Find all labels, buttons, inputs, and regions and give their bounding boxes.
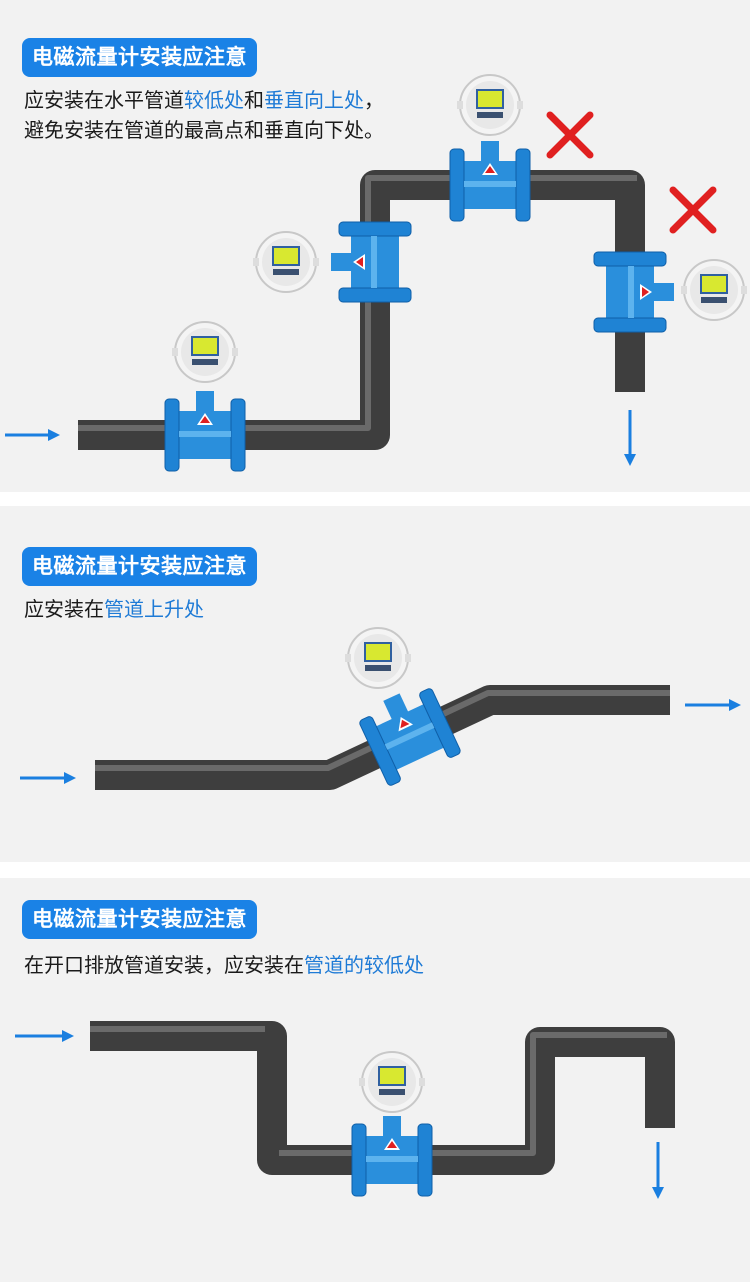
flow-arrow-icon xyxy=(15,1030,74,1042)
flow-arrow-icon xyxy=(652,1142,664,1199)
pipe-3 xyxy=(90,1021,675,1175)
desc-text: 在开口排放管道安装，应安装在 xyxy=(24,953,304,977)
desc-highlight: 垂直向上处 xyxy=(264,88,364,112)
flowmeter-icon xyxy=(330,221,412,303)
panel-3-description: 在开口排放管道安装，应安装在管道的较低处 xyxy=(24,950,424,980)
flow-arrow-icon xyxy=(685,699,741,711)
flow-arrow-icon xyxy=(20,772,76,784)
flowmeter-icon xyxy=(351,1115,433,1197)
panel-1-title-badge: 电磁流量计安装应注意 xyxy=(22,38,257,77)
flowmeter-icon xyxy=(449,140,531,222)
flow-arrow-icon xyxy=(5,429,60,441)
panel-2-description: 应安装在管道上升处 xyxy=(24,594,204,624)
flowmeter-icon xyxy=(164,390,246,472)
desc-highlight: 管道上升处 xyxy=(104,597,204,621)
panel-1-description: 应安装在水平管道较低处和垂直向上处，避免安装在管道的最高点和垂直向下处。 xyxy=(24,85,394,145)
desc-text: ，避免安装在管道的最高点和垂直向下处。 xyxy=(24,88,384,142)
desc-text: 应安装在 xyxy=(24,597,104,621)
panel-2-title-badge: 电磁流量计安装应注意 xyxy=(22,547,257,586)
flow-arrow-icon xyxy=(624,410,636,466)
desc-text: 和 xyxy=(244,88,264,112)
desc-highlight: 管道的较低处 xyxy=(304,953,424,977)
panel-3-title-badge: 电磁流量计安装应注意 xyxy=(22,900,257,939)
desc-text: 应安装在水平管道 xyxy=(24,88,184,112)
flowmeter-icon xyxy=(593,251,675,333)
desc-highlight: 较低处 xyxy=(184,88,244,112)
